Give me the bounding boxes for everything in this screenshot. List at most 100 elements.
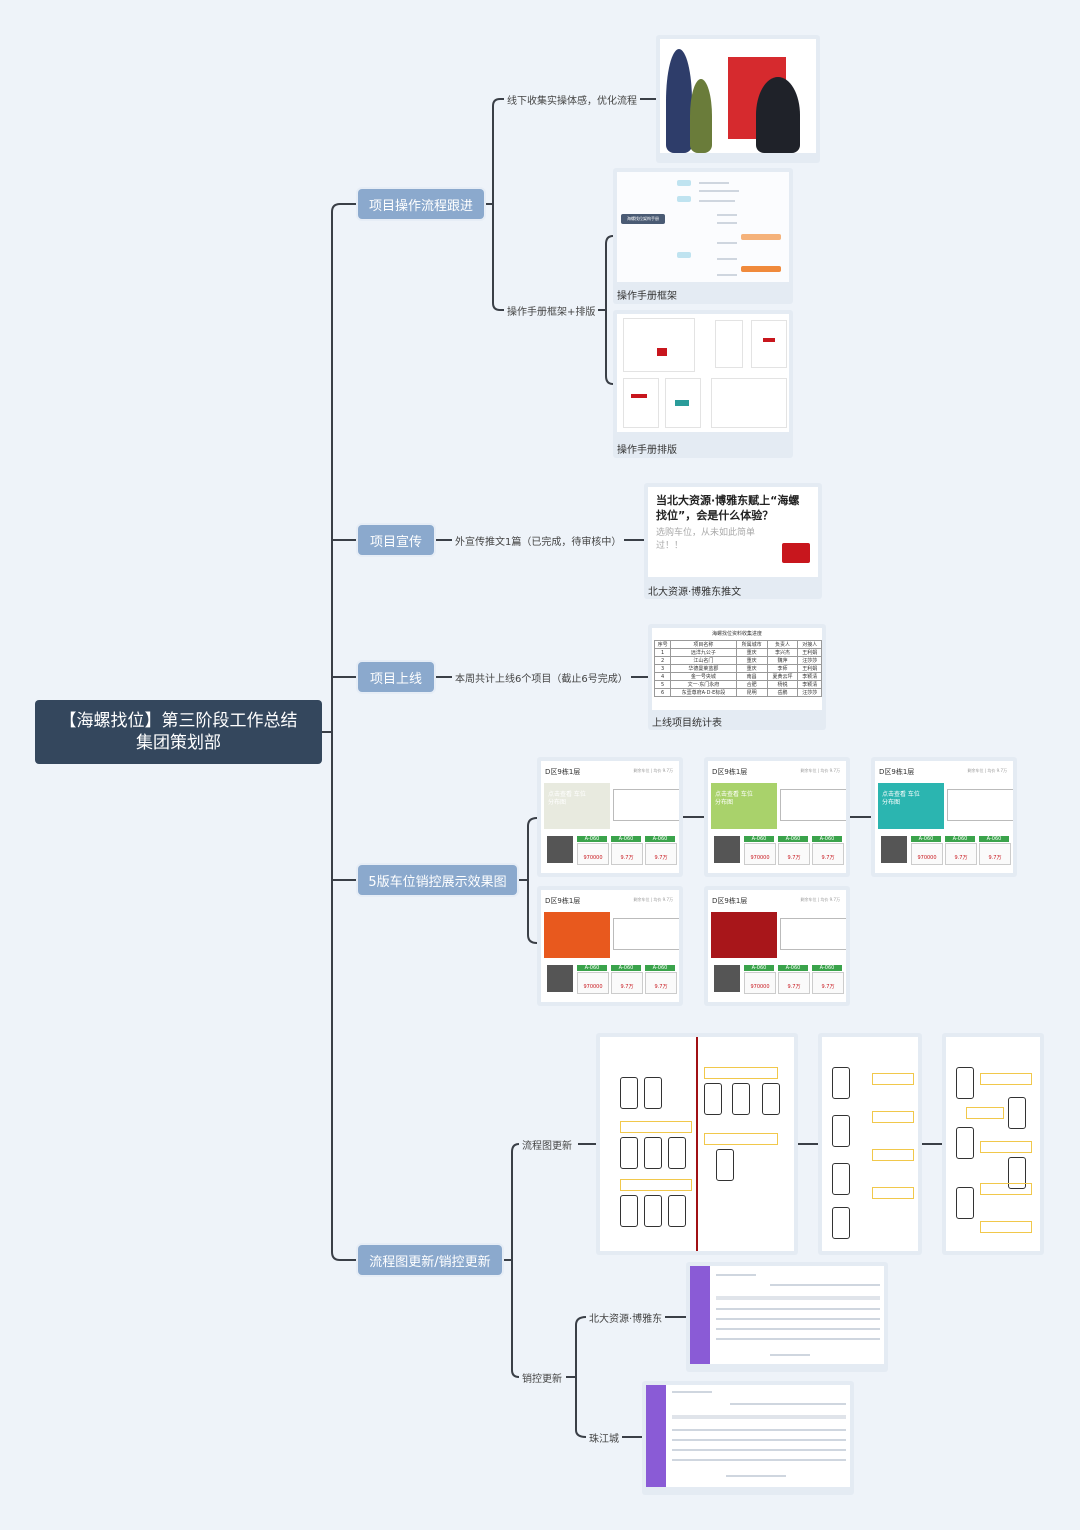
step-box (872, 1073, 914, 1085)
node-online[interactable]: 项目上线 (358, 662, 434, 692)
article-card[interactable]: 当北大资源·博雅东赋上“海螺找位”，会是什么体验？ 选购车位，从未如此简单过！！… (644, 483, 822, 599)
node-lot-display[interactable]: 5版车位销控展示效果图 (358, 865, 517, 895)
lot-price: 9.7万 (778, 972, 810, 994)
lot-card-meta: 剩余车位 | 均价 9.7万 (967, 768, 1007, 773)
label-sales-zhujiang[interactable]: 珠江城 (586, 1430, 622, 1445)
phone-mock (620, 1077, 638, 1109)
lot-tag: A-060 (611, 836, 641, 842)
label-promo-note[interactable]: 外宣传推文1篇（已完成，待审核中） (452, 533, 625, 548)
step-box (980, 1183, 1032, 1195)
label-manual[interactable]: 操作手册框架+排版 (504, 303, 599, 318)
step-box (872, 1111, 914, 1123)
table-cell: 文一·东门永府 (670, 680, 737, 689)
table-cell: 5 (653, 680, 672, 689)
mm-line (717, 222, 737, 224)
table-cell: 东壹尊府A·D·E标段 (670, 688, 737, 697)
article-subtitle: 选购车位，从未如此简单过！！ (656, 528, 756, 551)
poster-unfreeze-flow[interactable]: 置业顾问端解冻流程 (818, 1033, 922, 1255)
table-cell: 魏萍 (766, 656, 799, 665)
lot-tag: A-060 (778, 965, 808, 971)
lot-banner-text: 点击查看 车位分布图 (882, 791, 920, 806)
table-header-cell: 对接人 (797, 640, 822, 649)
lot-selected-thumb (547, 836, 573, 863)
lot-floorplan (613, 789, 679, 821)
table-cell: 李颖清 (797, 672, 822, 681)
dashboard-thumb-b (646, 1385, 850, 1487)
node-update[interactable]: 流程图更新/销控更新 (358, 1245, 502, 1275)
node-promotion[interactable]: 项目宣传 (358, 525, 434, 555)
phone-mock (620, 1137, 638, 1169)
person-1 (666, 49, 692, 153)
node-flow-tracking[interactable]: 项目操作流程跟进 (358, 189, 484, 219)
label-sales-update[interactable]: 销控更新 (519, 1370, 565, 1385)
dashboard-sidebar (646, 1385, 666, 1487)
lot-selected-thumb (547, 965, 573, 992)
dash-row (716, 1338, 880, 1340)
lot-floorplan (780, 789, 846, 821)
poster-owner-flow[interactable]: 业主端车位预约流程 (596, 1033, 798, 1255)
accent-block (631, 394, 647, 398)
caption-manual-layout: 操作手册排版 (617, 445, 677, 456)
root-node[interactable]: 【海螺找位】第三阶段工作总结 集团策划部 (35, 700, 322, 764)
table-cell: 远洋九公子 (670, 648, 737, 657)
photo-card[interactable] (656, 35, 820, 163)
table-cell: 汪莎莎 (797, 688, 822, 697)
table-header-row: 序号 项目名称 所属城市 负责人 对接人 (653, 640, 822, 649)
lot-price: 970000 (744, 972, 776, 994)
label-sales-boyadong[interactable]: 北大资源·博雅东 (586, 1310, 666, 1325)
mindmap-thumb: 海螺找位架构手册 (617, 172, 789, 282)
lot-price: 9.7万 (945, 843, 977, 865)
table-cell: 岳鹏 (766, 688, 799, 697)
lot-price: 970000 (911, 843, 943, 865)
lot-card-meta: 剩余车位 | 均价 9.7万 (800, 897, 840, 902)
lot-tag: A-060 (812, 836, 842, 842)
manual-layout-card[interactable]: 操作手册排版 (613, 310, 793, 458)
dash-line (672, 1391, 712, 1393)
step-box (872, 1149, 914, 1161)
table-cell: 李师 (766, 664, 799, 673)
dash-row (716, 1328, 880, 1330)
label-flowchart-update[interactable]: 流程图更新 (519, 1137, 575, 1152)
lot-floorplan (780, 918, 846, 950)
step-box (620, 1179, 692, 1191)
label-offline-feedback[interactable]: 线下收集实操体感，优化流程 (504, 92, 640, 107)
table-cell: 6 (653, 688, 672, 697)
lot-card-title: D区9栋1层 (712, 897, 748, 905)
mm-line (717, 214, 737, 216)
mm-highlight (741, 234, 781, 240)
lot-tag: A-060 (577, 836, 607, 842)
step-box (704, 1133, 778, 1145)
page-thumb (751, 320, 787, 368)
dashboard-zhujiang[interactable] (642, 1381, 854, 1495)
manual-frame-card[interactable]: 海螺找位架构手册 操作手册框架 (613, 168, 793, 304)
step-box (872, 1187, 914, 1199)
dash-line (716, 1274, 756, 1276)
dashboard-boyadong[interactable] (686, 1262, 888, 1372)
poster-verify-flow[interactable]: 置业顾问端核销流程 (942, 1033, 1044, 1255)
label-online-note[interactable]: 本周共计上线6个项目（截止6号完成） (452, 670, 631, 685)
table-header-cell: 负责人 (766, 640, 799, 649)
mm-line (717, 274, 737, 276)
lot-selected-thumb (714, 965, 740, 992)
phone-mock (1008, 1097, 1026, 1129)
phone-mock (956, 1127, 974, 1159)
step-box (980, 1141, 1032, 1153)
dash-row (716, 1318, 880, 1320)
lot-floorplan (947, 789, 1013, 821)
lot-selected-thumb (881, 836, 907, 863)
lot-banner: 点击查看 车位分布图 (711, 783, 777, 829)
phone-mock (956, 1187, 974, 1219)
mm-line (717, 258, 737, 260)
